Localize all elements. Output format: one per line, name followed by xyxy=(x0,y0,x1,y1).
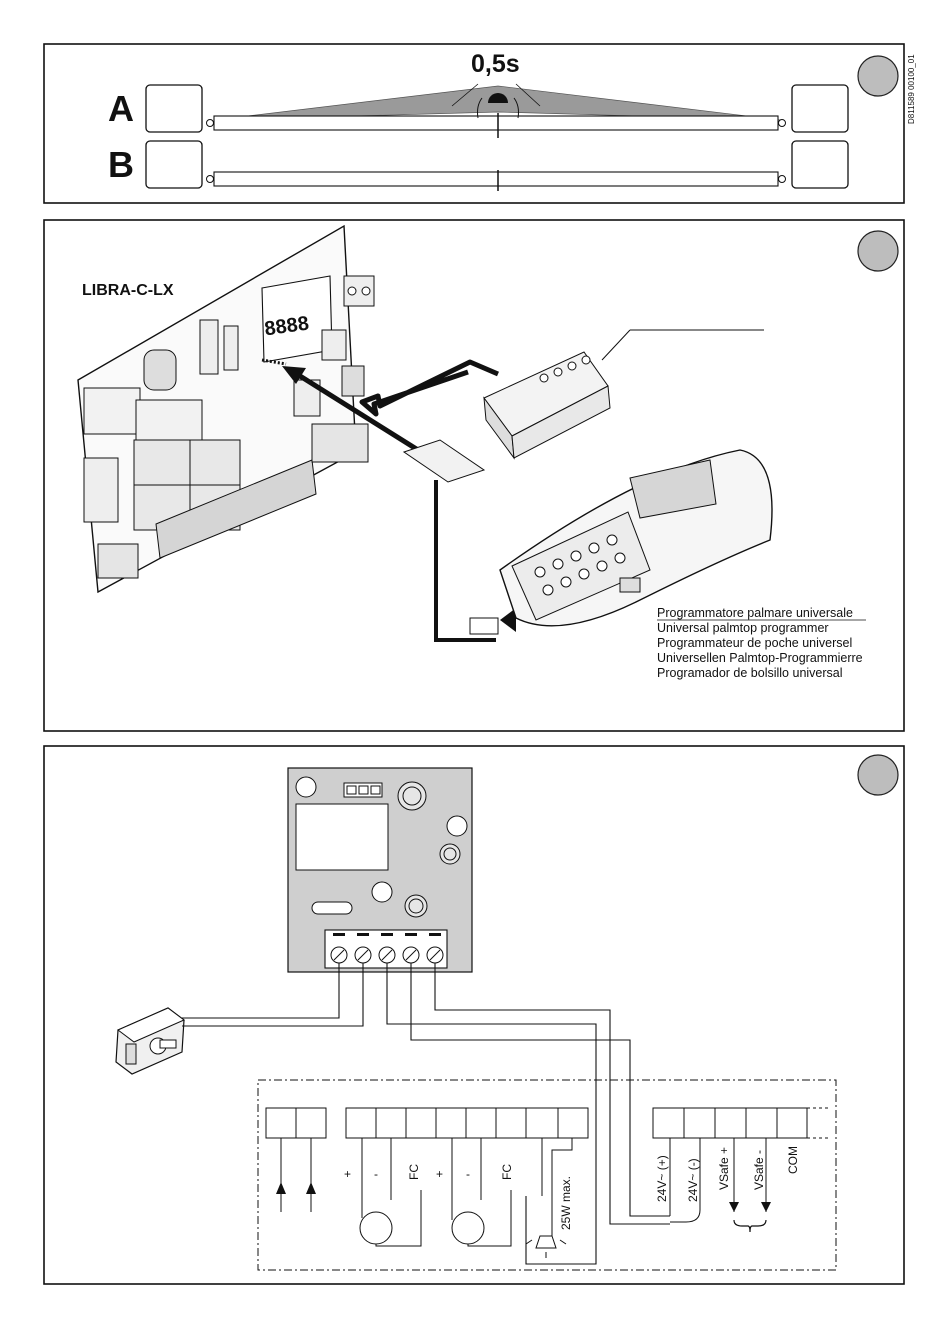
arrow-down-icon xyxy=(761,1202,771,1212)
palmtop-programmer xyxy=(500,450,772,626)
row-b-label: B xyxy=(108,144,134,185)
radio-connector xyxy=(342,366,364,396)
terminal-block-mid xyxy=(312,424,368,462)
boom-b xyxy=(214,172,778,186)
cabinet-b-left xyxy=(146,141,202,188)
board-model-label: LIBRA-C-LX xyxy=(82,282,174,299)
panel-barrier-timing: D811589 00100_01 A B 0,5s xyxy=(44,44,916,203)
panel-wiring-diagram: + - FC + - FC 25W max. 24V~ (+) 24V~ (-)… xyxy=(44,746,904,1284)
module-chip xyxy=(296,804,388,870)
key-icon xyxy=(160,1040,176,1048)
motor2-fc-label: FC xyxy=(500,1164,514,1180)
motor-2-icon xyxy=(452,1212,484,1244)
terminal-group-power xyxy=(653,1108,807,1138)
step-marker xyxy=(858,755,898,795)
cable-connector xyxy=(470,618,498,634)
brace-icon xyxy=(734,1220,766,1232)
cabinet-b-right xyxy=(792,141,848,188)
terminal-vsafe-minus-label: VSafe - xyxy=(752,1150,766,1190)
arrow-down-icon xyxy=(729,1202,739,1212)
programmer-label-de: Universellen Palmtop-Programmierre xyxy=(657,651,863,665)
cabinet-a-right xyxy=(792,85,848,132)
terminal-24v-minus-label: 24V~ (-) xyxy=(686,1158,700,1202)
row-a-label: A xyxy=(108,88,134,129)
motor2-plus-label: + xyxy=(436,1167,443,1181)
transformer xyxy=(84,388,140,434)
step-marker xyxy=(858,56,898,96)
programmer-label-en: Universal palmtop programmer xyxy=(657,621,829,635)
timing-label: 0,5s xyxy=(471,50,520,78)
flat-cable xyxy=(436,480,496,640)
motor1-fc-label: FC xyxy=(407,1164,421,1180)
document-code: D811589 00100_01 xyxy=(907,54,916,124)
terminal-vsafe-plus-label: VSafe + xyxy=(717,1147,731,1190)
lamp-rating-label: 25W max. xyxy=(559,1176,573,1230)
terminal-24v-plus-label: 24V~ (+) xyxy=(655,1155,669,1202)
capacitor xyxy=(144,350,176,390)
key-switch xyxy=(116,1008,184,1074)
arrow-radio-icon xyxy=(362,362,498,414)
programmer-label-it: Programmatore palmare universale xyxy=(657,606,853,620)
terminal-block-bottom xyxy=(98,544,138,578)
serial-port xyxy=(620,578,640,592)
step-marker xyxy=(858,231,898,271)
terminal-group-motors xyxy=(346,1108,588,1138)
motor1-plus-label: + xyxy=(344,1167,351,1181)
programmer-label-es: Programador de bolsillo universal xyxy=(657,666,843,680)
boom-a xyxy=(214,116,778,130)
motor1-minus-label: - xyxy=(374,1167,378,1181)
arrow-up-icon xyxy=(276,1182,286,1194)
motor-1-icon xyxy=(360,1212,392,1244)
trimmer xyxy=(398,782,426,810)
arrow-up-icon xyxy=(306,1182,316,1194)
cabinet-a-left xyxy=(146,85,202,132)
wire-24v-minus xyxy=(411,963,670,1216)
motor2-minus-label: - xyxy=(466,1167,470,1181)
programmer-label-fr: Programmateur de poche universel xyxy=(657,636,852,650)
panel-programmer-connection: LIBRA-C-LX 8888 xyxy=(44,220,904,731)
lamp-icon xyxy=(536,1236,556,1248)
terminal-com-label: COM xyxy=(786,1146,800,1174)
